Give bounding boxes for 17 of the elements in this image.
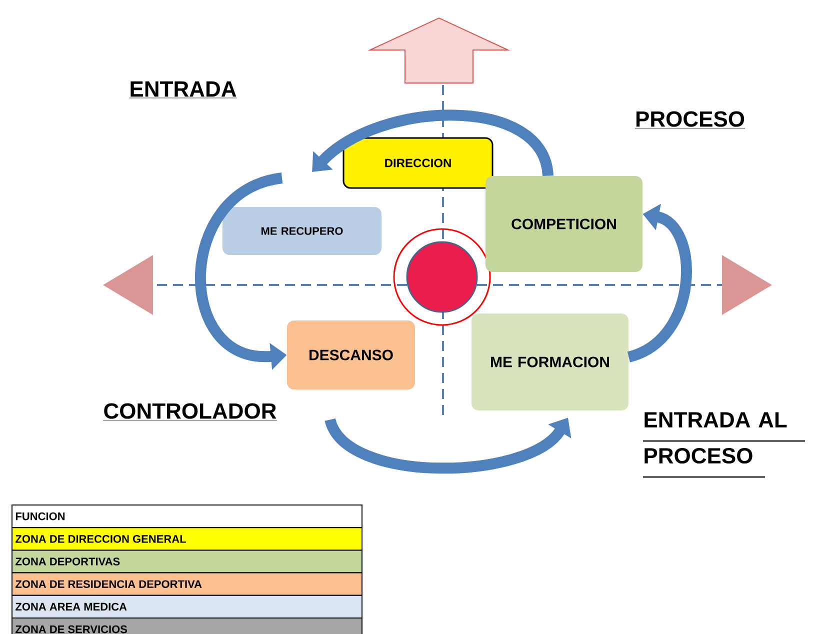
legend-row: ZONA DE SERVICIOS <box>12 618 362 634</box>
legend-row: ZONA DE DIRECCION GENERAL <box>12 527 362 551</box>
legend-row: ZONA DE RESIDENCIA DEPORTIVA <box>12 572 362 596</box>
legend-row: ZONA AREA MEDICA <box>12 594 362 618</box>
center-circle <box>406 241 478 313</box>
heading-label: PROCESO <box>634 111 746 128</box>
heading-label: ENTRADA <box>129 81 237 98</box>
direction-box: DIRECCION <box>342 137 494 189</box>
process-box: DESCANSO <box>287 320 415 390</box>
heading-label: CONTROLADOR <box>103 403 277 420</box>
table-header: FUNCION <box>12 504 362 528</box>
process-box: ME FORMACION <box>472 314 628 410</box>
heading-label: ENTRADA AL PROCESO <box>643 412 806 478</box>
process-box: ME RECUPERO <box>222 207 382 255</box>
process-box: COMPETICION <box>486 176 642 272</box>
curved-arrow <box>312 110 554 177</box>
legend-row: ZONA DEPORTIVAS <box>12 550 362 574</box>
